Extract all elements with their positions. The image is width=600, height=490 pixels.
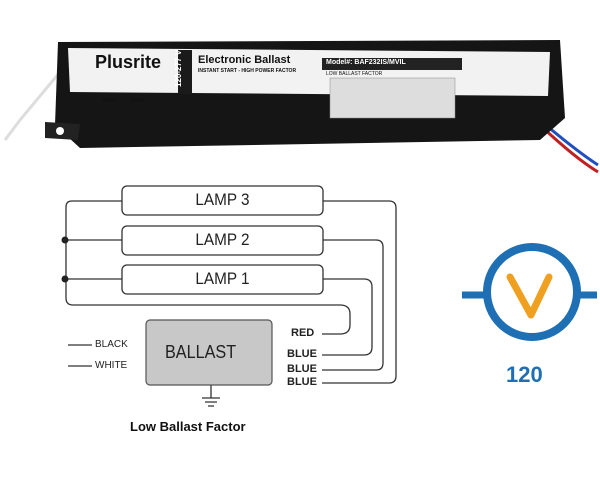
wire-blue-2: BLUE — [287, 363, 317, 375]
brand-logo: Plusrite — [95, 52, 162, 72]
model-label: Model#: BAF232IS/MVIL — [326, 59, 406, 66]
lamp-2: LAMP 2 — [195, 230, 250, 249]
lamp-1: LAMP 1 — [195, 269, 250, 288]
lamp-3: LAMP 3 — [195, 190, 250, 209]
product-title: Electronic Ballast — [198, 54, 291, 66]
cert-nema: NEMA — [130, 98, 145, 104]
ballast-box — [145, 319, 273, 386]
wire-black: BLACK — [95, 339, 128, 350]
product-subtitle: INSTANT START - HIGH POWER FACTOR — [198, 68, 297, 74]
wire-white: WHITE — [95, 360, 128, 371]
voltage-value: 120 — [506, 362, 543, 387]
factor-note: LOW BALLAST FACTOR — [326, 71, 383, 77]
cert-rohs: RoHS — [103, 98, 117, 104]
ballast-label: BALLAST — [165, 342, 237, 362]
wire-blue-3: BLUE — [287, 376, 317, 388]
wire-blue-1: BLUE — [287, 348, 317, 360]
caption: Low Ballast Factor — [130, 419, 246, 434]
wire-red: RED — [291, 327, 315, 339]
junction-dot — [61, 236, 69, 244]
junction-dot — [61, 275, 69, 283]
